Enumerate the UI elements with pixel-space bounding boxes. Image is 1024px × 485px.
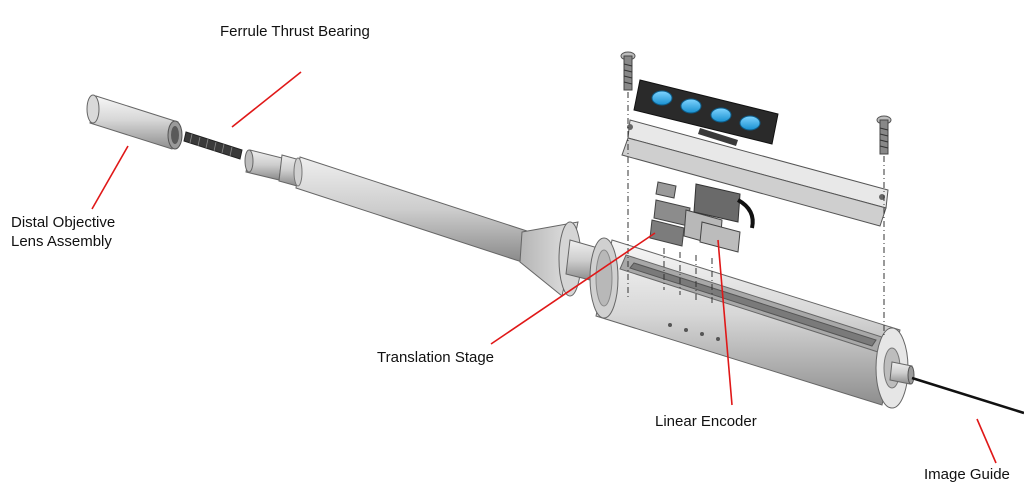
image-guide-fiber <box>911 376 1024 415</box>
distal-objective-lens-tube <box>86 94 183 150</box>
top-cover-plate <box>621 119 889 227</box>
label-translation-stage: Translation Stage <box>377 349 495 366</box>
rigid-endoscope-shaft <box>244 149 531 263</box>
leader-image-guide <box>976 418 997 464</box>
leader-translation-stage <box>490 232 656 345</box>
button-3 <box>710 107 732 123</box>
leader-ferrule-thrust-bearing <box>231 71 302 128</box>
leader-distal-objective <box>91 145 129 210</box>
screw-right <box>876 115 892 155</box>
button-1 <box>651 90 673 106</box>
button-4 <box>739 115 761 131</box>
main-housing-cylinder <box>589 237 915 409</box>
screw-left <box>620 51 636 91</box>
label-image-guide: Image Guide <box>924 466 1010 483</box>
ferrule-thrust-bearing-rod <box>183 131 243 160</box>
assembly-guide-lines <box>627 92 885 335</box>
button-2 <box>680 98 702 114</box>
label-distal-objective-line2: Lens Assembly <box>11 233 112 250</box>
label-distal-objective-line1: Distal Objective <box>11 214 116 231</box>
leader-linear-encoder <box>717 239 733 406</box>
label-linear-encoder: Linear Encoder <box>655 413 757 430</box>
label-ferrule-thrust-bearing: Ferrule Thrust Bearing <box>220 23 370 40</box>
button-membrane-plate <box>633 79 779 145</box>
linear-encoder-body <box>693 183 755 253</box>
